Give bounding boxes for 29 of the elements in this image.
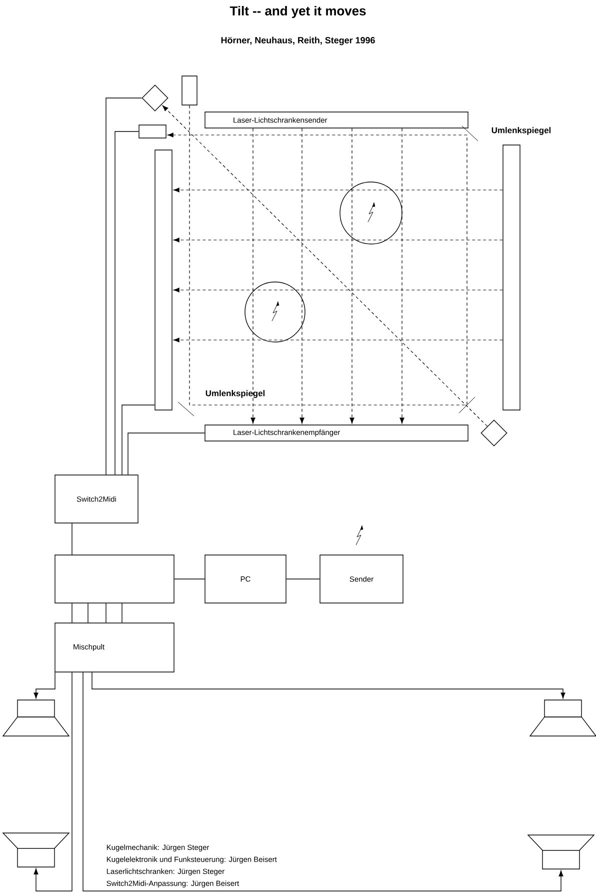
mirror-label: Umlenkspiegel [492, 127, 550, 135]
title: Tilt -- and yet it moves [230, 6, 366, 18]
subtitle: Hörner, Neuhaus, Reith, Steger 1996 [221, 36, 375, 46]
arrow [82, 672, 564, 892]
laser-beam [173, 338, 503, 342]
arrow [92, 672, 566, 698]
mirror-bar [502, 144, 520, 410]
laser-beam [350, 128, 354, 424]
connection-line [128, 432, 205, 475]
laser-beam [250, 128, 256, 424]
device-box [138, 124, 166, 138]
sensor-diamond [142, 84, 168, 112]
connection-line [174, 578, 205, 580]
arrow [34, 672, 72, 892]
connection-line [114, 131, 139, 475]
laser-beam [173, 238, 503, 242]
laser-beam [300, 128, 304, 424]
connection-line [122, 404, 155, 475]
connection-line [106, 98, 142, 475]
mirror-bar [154, 150, 172, 410]
arrow [34, 672, 56, 698]
device-box [54, 554, 174, 604]
device-box [182, 76, 198, 106]
connection-line [286, 578, 320, 580]
laser-beam [173, 188, 503, 192]
mirror-label: Umlenkspiegel [206, 390, 264, 398]
sensor-diamond [480, 420, 508, 446]
laser-beam [173, 288, 503, 292]
laser-beam [400, 128, 404, 424]
